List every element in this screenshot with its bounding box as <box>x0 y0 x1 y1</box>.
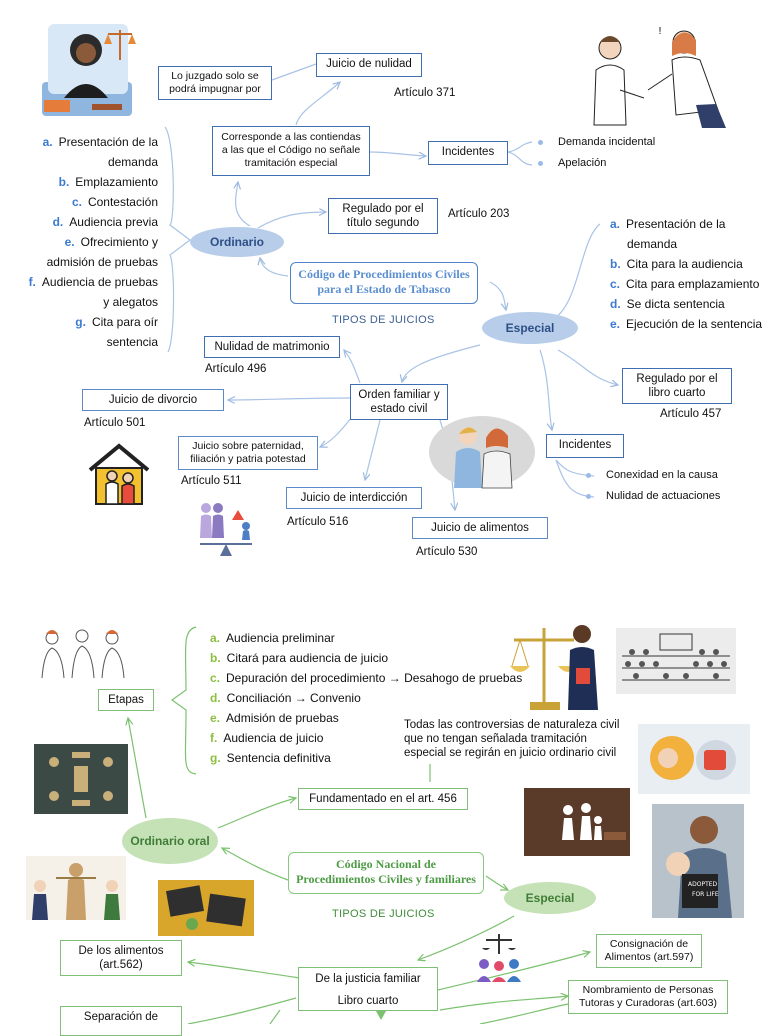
arguing-people-illustration-icon: ! <box>593 26 726 128</box>
meeting-sketch-icon <box>41 629 125 679</box>
ordinario-steps-list: a.Presentación de la demanda b.Emplazami… <box>28 135 158 349</box>
judge-illustration-icon <box>42 24 136 116</box>
especial-steps-list: a.Presentación de la demanda b.Cita para… <box>610 217 763 331</box>
incidentes-especial-list: Conexidad en la causa Nulidad de actuaci… <box>584 469 720 511</box>
juicio-alimentos-box: Juicio de alimentos <box>412 517 548 539</box>
documents-signing-icon <box>158 880 254 936</box>
justice-statue-illustration-icon <box>26 856 126 920</box>
couple-illustration-icon <box>429 416 535 489</box>
etapas-steps-list: a.Audiencia preliminar b.Citará para aud… <box>210 631 523 765</box>
articulo-511: Artículo 511 <box>181 475 242 487</box>
courtroom-sketch-icon <box>616 628 736 694</box>
codigo-nacional-title: Código Nacional de Procedimientos Civile… <box>288 852 484 894</box>
controversias-text: Todas las controversias de naturaleza ci… <box>404 719 620 759</box>
alimentos-box: De los alimentos (art.562) <box>60 940 182 976</box>
separacion-box: Separación de <box>60 1006 182 1036</box>
family-house-icon <box>88 443 150 505</box>
fundamentado-box: Fundamentado en el art. 456 <box>298 788 468 810</box>
ordinario-node: Ordinario <box>190 227 284 257</box>
regulado-titulo-segundo-box: Regulado por el título segundo <box>328 198 438 234</box>
svg-text:FOR LIFE: FOR LIFE <box>692 891 719 898</box>
etapas-box: Etapas <box>98 689 154 711</box>
impugnar-box: Lo juzgado solo se podrá impugnar por <box>158 66 272 100</box>
incidentes-list: Demanda incidental Apelación <box>536 136 655 178</box>
articulo-496: Artículo 496 <box>205 363 267 375</box>
paternidad-box: Juicio sobre paternidad, filiación y pat… <box>178 436 318 470</box>
incidentes-box: Incidentes <box>428 141 508 165</box>
regulado-libro-cuarto-box: Regulado por el libro cuarto <box>622 368 732 404</box>
incidentes-especial-box: Incidentes <box>546 434 624 458</box>
adoption-photo-icon: ADOPTED FOR LIFE <box>652 804 744 918</box>
people-scale-icon <box>200 503 252 556</box>
incidente-item: Nulidad de actuaciones <box>584 490 720 502</box>
tipos-juicios-bottom-label: TIPOS DE JUICIOS <box>332 908 435 920</box>
consignacion-box: Consignación de Alimentos (art.597) <box>596 934 702 968</box>
gavel-family-icon <box>524 788 630 856</box>
articulo-371: Artículo 371 <box>394 87 456 99</box>
family-photo-icon <box>638 724 750 794</box>
family-justice-icon <box>477 934 521 982</box>
justicia-familiar-box: De la justicia familiar Libro cuarto <box>298 967 438 1011</box>
ordinario-oral-node: Ordinario oral <box>122 818 218 864</box>
lawyer-scale-illustration-icon <box>510 625 598 710</box>
juicio-divorcio-box: Juicio de divorcio <box>82 389 224 411</box>
nulidad-matrimonio-box: Nulidad de matrimonio <box>204 336 340 358</box>
juicio-nulidad-box: Juicio de nulidad <box>316 53 422 77</box>
corresponde-box: Corresponde a las contiendas a las que e… <box>212 126 370 176</box>
tipos-juicios-label: TIPOS DE JUICIOS <box>332 314 435 326</box>
incidente-item: Conexidad en la causa <box>584 469 720 481</box>
articulo-530: Artículo 530 <box>416 546 478 558</box>
especial-oral-node: Especial <box>504 882 596 914</box>
juicio-interdiccion-box: Juicio de interdicción <box>286 487 422 509</box>
incidente-item: Demanda incidental <box>536 136 655 148</box>
nombramiento-box: Nombramiento de Personas Tutoras y Curad… <box>568 980 728 1014</box>
especial-node: Especial <box>482 312 578 344</box>
articulo-516: Artículo 516 <box>287 516 349 528</box>
svg-text:ADOPTED: ADOPTED <box>688 881 718 888</box>
down-arrow-icon <box>376 1011 386 1020</box>
articulo-501: Artículo 501 <box>84 417 146 429</box>
legal-icons-board-icon <box>34 744 128 814</box>
svg-text:!: ! <box>658 26 662 37</box>
justicia-familiar-label: De la justicia familiar <box>315 973 421 985</box>
incidente-item: Apelación <box>536 157 655 169</box>
codigo-tabasco-title: Código de Procedimientos Civiles para el… <box>290 262 478 304</box>
orden-familiar-box: Orden familiar y estado civil <box>350 384 448 420</box>
articulo-203: Artículo 203 <box>448 208 510 220</box>
articulo-457: Artículo 457 <box>660 408 722 420</box>
libro-cuarto-label: Libro cuarto <box>337 995 399 1007</box>
